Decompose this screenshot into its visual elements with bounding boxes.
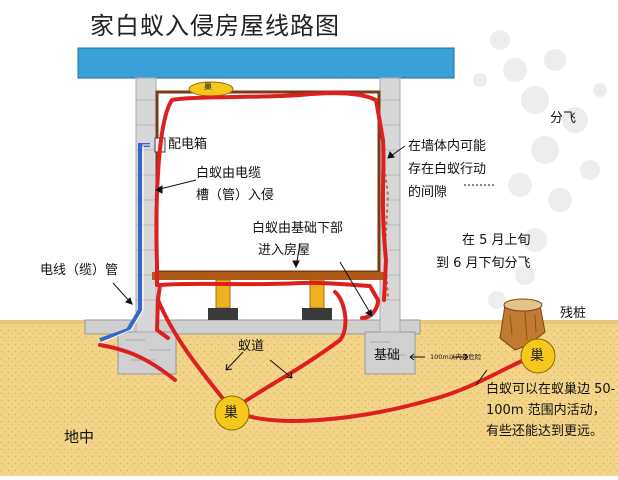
swarming-label: 分飞 bbox=[550, 111, 577, 126]
wall-gap-label-1: 在墙体内可能 bbox=[408, 139, 487, 154]
distribution-box-label: 配电箱 bbox=[168, 137, 208, 152]
diagram-title: 家白蚁入侵房屋线路图 bbox=[90, 12, 340, 40]
tunnel-label: 蚁道 bbox=[238, 339, 265, 354]
swarm-time-label-1: 在 5 月上旬 bbox=[462, 233, 531, 248]
swarm-time-label-2: 到 6 月下旬分飞 bbox=[436, 256, 531, 271]
foundation-entry-label-1: 白蚁由基础下部 bbox=[252, 221, 344, 236]
ground-label: 地中 bbox=[64, 428, 95, 446]
stump bbox=[499, 298, 546, 351]
label-arrows bbox=[112, 145, 494, 317]
pier-base-right bbox=[302, 308, 332, 320]
termite-paths bbox=[98, 91, 537, 423]
pier-base-left bbox=[208, 308, 238, 320]
tunnel-arrows bbox=[225, 351, 488, 386]
roof bbox=[77, 47, 455, 79]
activity-note: 白蚁可以在蚁巢边 50-100m 范围内活动，有些还能达到更远。 bbox=[486, 382, 616, 439]
ground-nest-left bbox=[214, 395, 250, 431]
cable-entry-label-2: 槽（管）入侵 bbox=[196, 188, 275, 203]
swarming-cloud bbox=[473, 30, 607, 309]
room-frame bbox=[155, 90, 381, 274]
foundation-label: 基础 bbox=[374, 348, 401, 363]
floor-beam bbox=[152, 272, 384, 280]
danger-range-label: 100m以内是危险 bbox=[430, 353, 482, 361]
ground-nest-right bbox=[520, 338, 556, 374]
stump-label: 残桩 bbox=[560, 306, 587, 321]
wire-pipe-label: 电线（缆）管 bbox=[40, 263, 119, 278]
ceiling-nest-label: 巢 bbox=[204, 82, 212, 91]
nest-label-left: 巢 bbox=[224, 405, 238, 421]
wall-gap-path bbox=[381, 149, 390, 301]
foundation-entry-label-2: 进入房屋 bbox=[258, 243, 311, 258]
cable-entry-label-1: 白蚁由电缆 bbox=[196, 166, 262, 181]
wall-gap-label-3: 的间隙 bbox=[408, 185, 448, 200]
nest-label-right: 巢 bbox=[530, 348, 544, 364]
wall-gap-label-2: 存在白蚁行动 bbox=[408, 162, 487, 177]
